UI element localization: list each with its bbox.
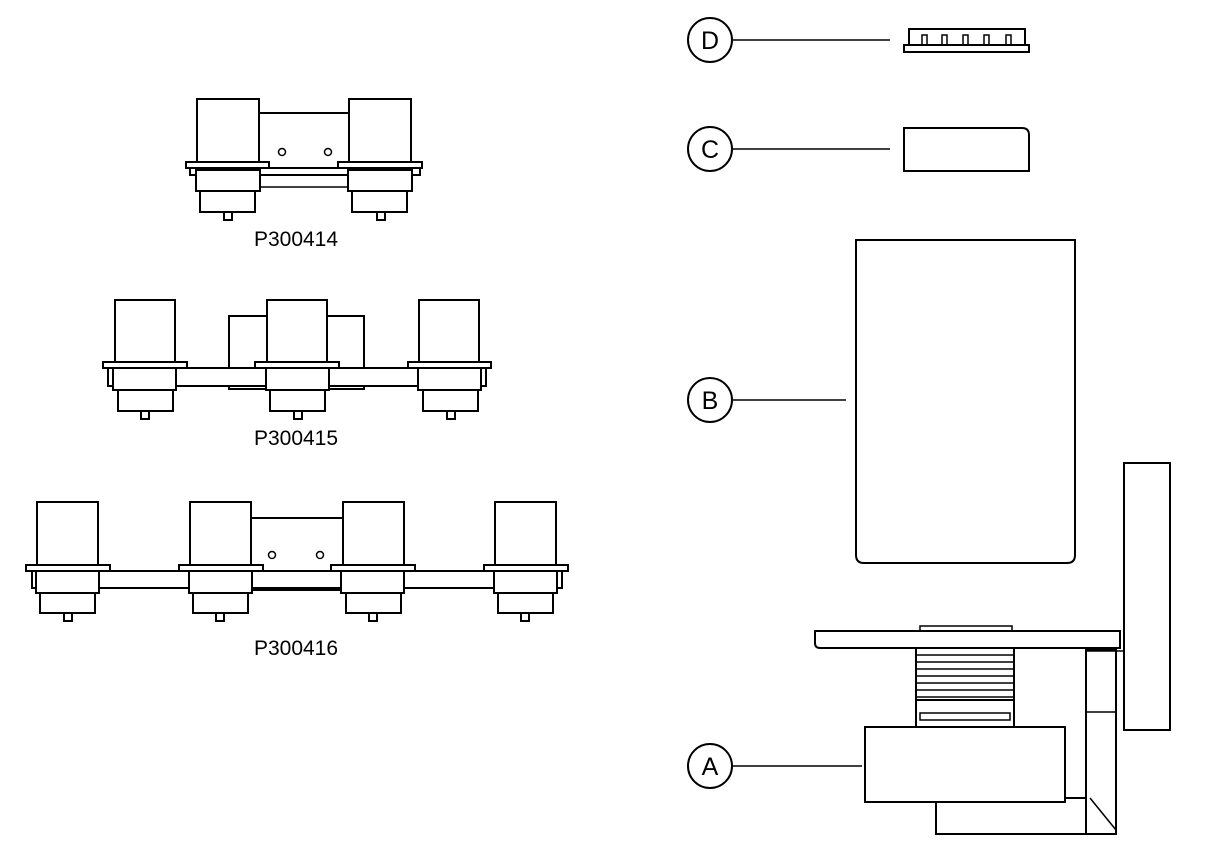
fixture-model-label: P300416 [254,637,338,660]
fixture-p300416: P300416 [25,501,569,660]
part-a-socket-assembly: A [687,462,1171,835]
callout-letter: D [701,27,719,55]
lamp [330,501,416,622]
lamp [178,501,264,622]
lamp [337,98,423,221]
part-b-glass-shade: B [687,239,1076,564]
lamp [254,299,340,420]
fixture-p300414: P300414 [185,98,423,251]
lamp [407,299,492,420]
callout-letter: B [702,387,719,415]
lamp [25,501,111,622]
callout-letter: A [702,753,719,781]
lamp [185,98,270,221]
lamp [483,501,569,622]
callout-letter: C [701,136,719,164]
part-d-ring-nut: D [687,17,1030,63]
fixture-model-label: P300414 [254,228,338,251]
fixture-p300415: P300415 [102,299,492,450]
part-c-cap: C [687,126,1030,172]
fixture-model-label: P300415 [254,427,338,450]
lamp [102,299,188,420]
